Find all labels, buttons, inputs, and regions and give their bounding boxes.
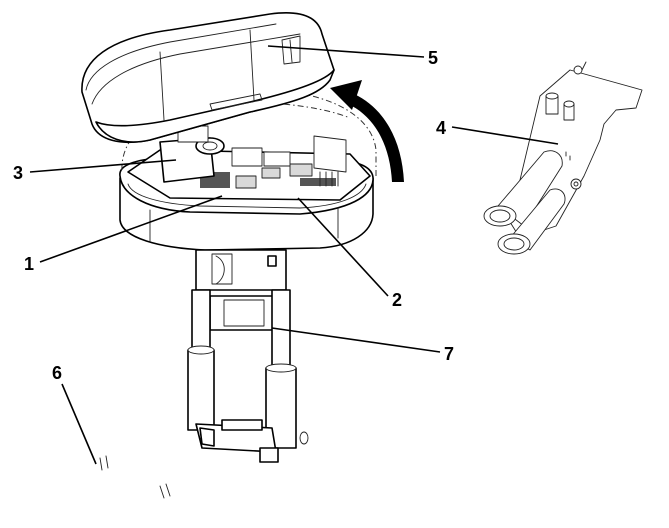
callout-label-1: 1 (24, 254, 35, 274)
callout-label-2: 2 (392, 290, 403, 310)
yoke-linkage (187, 249, 309, 463)
callout-label-7: 7 (444, 344, 455, 364)
leader-3 (29, 159, 177, 173)
leader-5 (267, 45, 425, 58)
auxiliary-switch-board (483, 61, 643, 255)
rotation-arrow (330, 80, 404, 182)
callout-label-6: 6 (52, 363, 63, 383)
motor-block (159, 125, 225, 183)
callout-label-5: 5 (428, 48, 439, 68)
leader-6 (61, 383, 97, 465)
u-bolt (52, 453, 181, 513)
callout-label-4: 4 (436, 118, 447, 138)
leader-4 (451, 126, 559, 145)
cover-lid (81, 12, 335, 144)
leader-7 (271, 327, 441, 353)
callout-label-3: 3 (13, 163, 24, 183)
leader-2 (297, 197, 389, 297)
leader-1 (39, 195, 223, 263)
leader-lines (29, 45, 559, 465)
